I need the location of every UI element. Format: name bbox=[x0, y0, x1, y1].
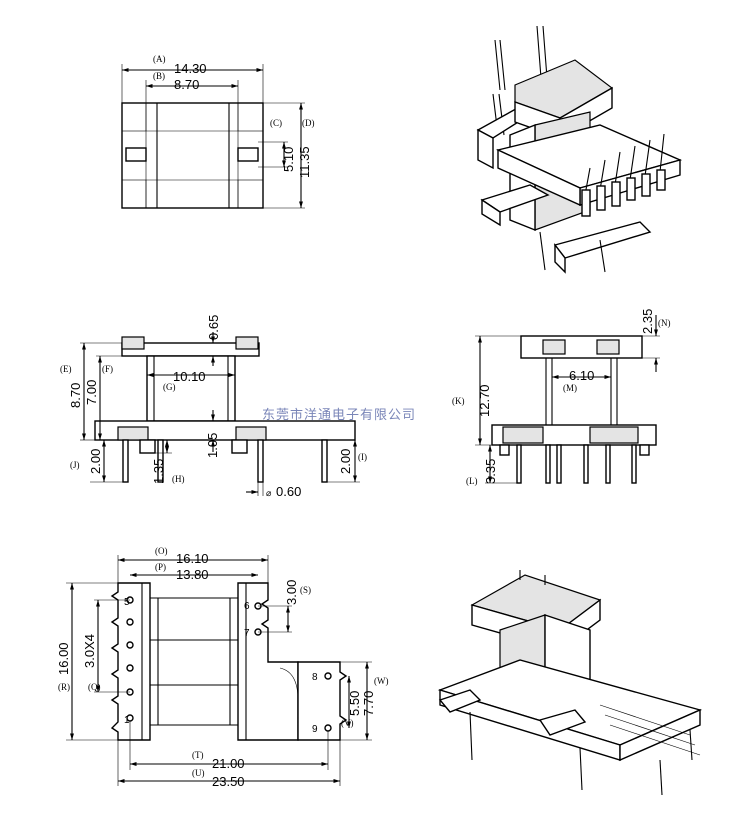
dim-letter-D: (D) bbox=[302, 118, 315, 128]
dim-value-pin-diameter: 0.60 bbox=[276, 484, 301, 499]
dim-value-F: 7.00 bbox=[84, 380, 99, 405]
dim-value-E: 8.70 bbox=[68, 383, 83, 408]
dim-value-B: 8.70 bbox=[174, 77, 199, 92]
dim-value-T: 21.00 bbox=[212, 756, 245, 771]
pin-diameter-symbol: ⌀ bbox=[266, 488, 272, 498]
dim-value-P: 13.80 bbox=[176, 567, 209, 582]
pin-label-5: 5 bbox=[124, 597, 130, 608]
dim-value-N: 2.35 bbox=[640, 309, 655, 334]
dim-letter-A: (A) bbox=[153, 54, 166, 64]
dim-letter-P: (P) bbox=[155, 562, 166, 572]
dim-value-S: 3.00 bbox=[284, 580, 299, 605]
front-view-outline bbox=[94, 336, 356, 483]
front-view: (E) 8.70 (F) 7.00 10.10 (G) 0.65 1.05 (J… bbox=[60, 315, 367, 499]
dim-letter-B: (B) bbox=[153, 71, 165, 81]
iso-view-bottom bbox=[437, 570, 703, 796]
side-view: (K) 12.70 2.35 (N) 6.10 (M) (L) 3.35 bbox=[452, 309, 671, 486]
dim-letter-I: (I) bbox=[358, 452, 367, 462]
pin-label-7: 7 bbox=[244, 628, 250, 639]
dim-value-V: 5.50 bbox=[347, 691, 362, 716]
dim-value-0-65: 0.65 bbox=[206, 315, 221, 340]
dim-letter-E: (E) bbox=[60, 364, 72, 374]
pin-label-6: 6 bbox=[244, 601, 250, 612]
top-view: (A) 14.30 (B) 8.70 (C) 5.10 (D) 11.35 bbox=[121, 54, 315, 209]
dim-value-I: 2.00 bbox=[338, 449, 353, 474]
dim-value-J: 2.00 bbox=[88, 449, 103, 474]
bottom-view-outline bbox=[110, 582, 348, 741]
dim-letter-S: (S) bbox=[300, 585, 311, 595]
dim-letter-L: (L) bbox=[466, 476, 478, 486]
pin-label-1: 1 bbox=[124, 715, 130, 726]
bottom-view: 5 1 6 7 8 9 (O) 16.10 (P) 13.80 3.00 (S)… bbox=[56, 546, 389, 789]
dim-value-D: 11.35 bbox=[297, 146, 312, 178]
dim-letter-C: (C) bbox=[270, 118, 282, 128]
dim-letter-U: (U) bbox=[192, 768, 205, 778]
dim-letter-K: (K) bbox=[452, 396, 465, 406]
dim-letter-M: (M) bbox=[563, 383, 577, 393]
dim-letter-G: (G) bbox=[163, 382, 176, 392]
dim-letter-T: (T) bbox=[192, 750, 204, 760]
dim-value-A: 14.30 bbox=[174, 61, 207, 76]
dim-value-O: 16.10 bbox=[176, 551, 209, 566]
dim-letter-V: (V) bbox=[341, 718, 354, 728]
dim-letter-Q: (Q) bbox=[88, 682, 101, 692]
dim-letter-J: (J) bbox=[70, 460, 80, 470]
dim-value-M: 6.10 bbox=[569, 368, 594, 383]
top-view-outline bbox=[121, 102, 264, 209]
dim-value-R: 16.00 bbox=[56, 642, 71, 675]
pin-label-8: 8 bbox=[312, 672, 318, 683]
dim-value-K: 12.70 bbox=[477, 384, 492, 417]
dim-value-Q: 3.0X4 bbox=[82, 634, 97, 668]
dim-value-G: 10.10 bbox=[173, 369, 206, 384]
dim-value-H: 1.35 bbox=[151, 459, 166, 484]
pin-label-9: 9 bbox=[312, 724, 318, 735]
iso-view-top bbox=[476, 25, 683, 274]
dim-letter-O: (O) bbox=[155, 546, 168, 556]
dim-letter-H: (H) bbox=[172, 474, 185, 484]
dim-letter-F: (F) bbox=[102, 364, 113, 374]
dim-value-C: 5.10 bbox=[281, 147, 296, 172]
dim-letter-R: (R) bbox=[58, 682, 70, 692]
dim-value-U: 23.50 bbox=[212, 774, 245, 789]
side-view-outline bbox=[491, 335, 657, 484]
dim-letter-W: (W) bbox=[374, 676, 389, 686]
dim-value-W: 7.70 bbox=[361, 691, 376, 716]
dim-value-L: 3.35 bbox=[483, 459, 498, 484]
dim-value-1-05: 1.05 bbox=[205, 433, 220, 458]
dim-letter-N: (N) bbox=[658, 318, 671, 328]
company-watermark: 东莞市洋通电子有限公司 bbox=[262, 407, 416, 423]
